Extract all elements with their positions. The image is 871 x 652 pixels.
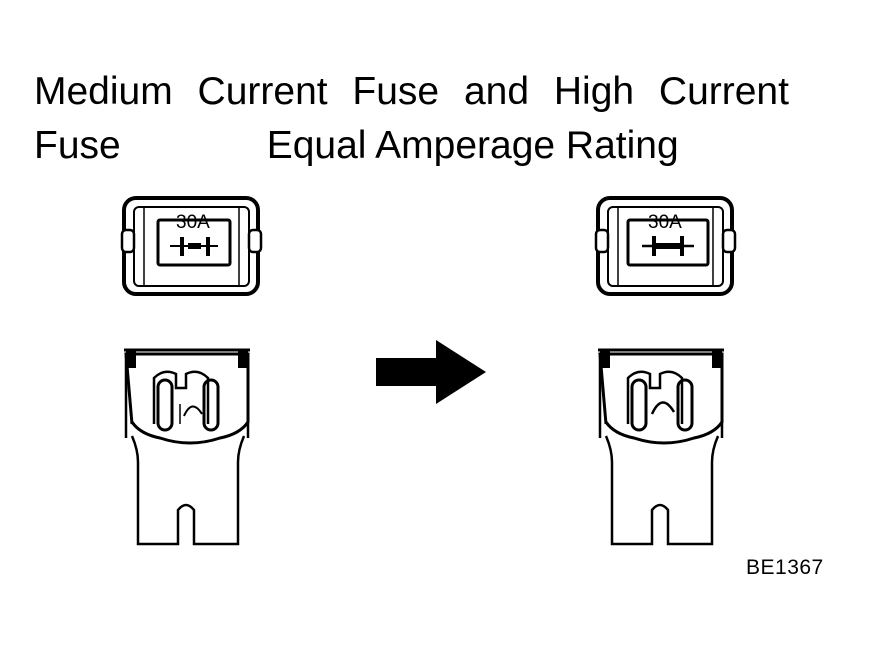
right-fuse-top-view: 30A xyxy=(594,196,737,296)
left-fuse-side-view xyxy=(124,348,250,546)
right-fuse-rating: 30A xyxy=(648,212,682,233)
left-fuse-top-view: 30A xyxy=(120,196,263,296)
title-line-1: Medium Current Fuse and High Current xyxy=(34,70,789,113)
replacement-arrow xyxy=(376,340,486,404)
title-equal-amperage: Equal Amperage Rating xyxy=(266,124,679,167)
title-line-2: Fuse Equal Amperage Rating xyxy=(34,124,679,168)
figure-code: BE1367 xyxy=(746,556,824,579)
title-fuse-word: Fuse xyxy=(34,124,121,167)
right-fuse-side-view xyxy=(598,348,724,546)
left-fuse-rating: 30A xyxy=(176,212,210,233)
